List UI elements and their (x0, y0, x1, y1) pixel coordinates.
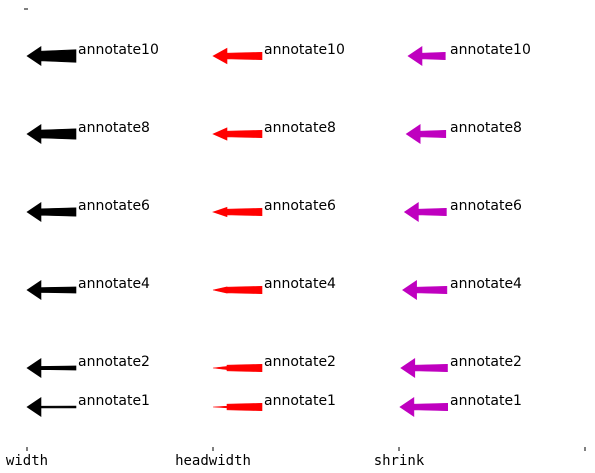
annotation-label: annotate4 (450, 276, 522, 292)
arrow-headwidth-annotate4 (212, 285, 263, 295)
arrow-shrink-annotate1 (399, 397, 449, 417)
arrow-headwidth-annotate2 (212, 363, 263, 373)
annotation-label: annotate4 (78, 276, 150, 292)
annotation-label: annotate10 (78, 42, 159, 58)
annotation-label: annotate8 (78, 120, 150, 136)
annotation-label: annotate8 (450, 120, 522, 136)
annotation-label: annotate8 (264, 120, 336, 136)
arrow-width-annotate1 (26, 397, 77, 417)
annotation-label: annotate10 (450, 42, 531, 58)
arrow-headwidth-annotate1 (212, 402, 263, 412)
annotation-label: annotate1 (450, 393, 522, 409)
arrow-shrink-annotate6 (403, 202, 447, 222)
arrow-width-annotate2 (26, 358, 77, 378)
arrow-shrink-annotate2 (400, 358, 448, 378)
x-tick-label-width: width (6, 453, 48, 469)
arrow-width-annotate4 (26, 280, 77, 300)
annotation-label: annotate2 (78, 354, 150, 370)
arrow-width-annotate8 (26, 124, 77, 144)
arrow-width-annotate6 (26, 202, 77, 222)
arrow-headwidth-annotate10 (212, 47, 263, 65)
annotation-label: annotate1 (78, 393, 150, 409)
x-tick-label-headwidth: headwidth (175, 453, 251, 469)
arrow-headwidth-annotate8 (212, 127, 263, 141)
x-tick-label-shrink: shrink (374, 453, 425, 469)
x-axis: width headwidth shrink (6, 8, 586, 469)
arrow-shrink-annotate8 (405, 124, 447, 144)
annotation-labels-layer: annotate10 annotate8 annotate6 annotate4 ann… (78, 42, 531, 409)
arrow-width-annotate10 (26, 46, 77, 66)
arrow-shrink-annotate4 (402, 280, 448, 300)
arrows-layer (26, 46, 449, 417)
annotation-label: annotate2 (264, 354, 336, 370)
annotation-label: annotate6 (264, 198, 336, 214)
annotation-label: annotate10 (264, 42, 345, 58)
arrow-headwidth-annotate6 (212, 206, 263, 218)
annotation-label: annotate1 (264, 393, 336, 409)
annotation-label: annotate4 (264, 276, 336, 292)
annotation-label: annotate2 (450, 354, 522, 370)
arrow-shrink-annotate10 (407, 46, 446, 66)
annotation-label: annotate6 (78, 198, 150, 214)
annotation-label: annotate6 (450, 198, 522, 214)
